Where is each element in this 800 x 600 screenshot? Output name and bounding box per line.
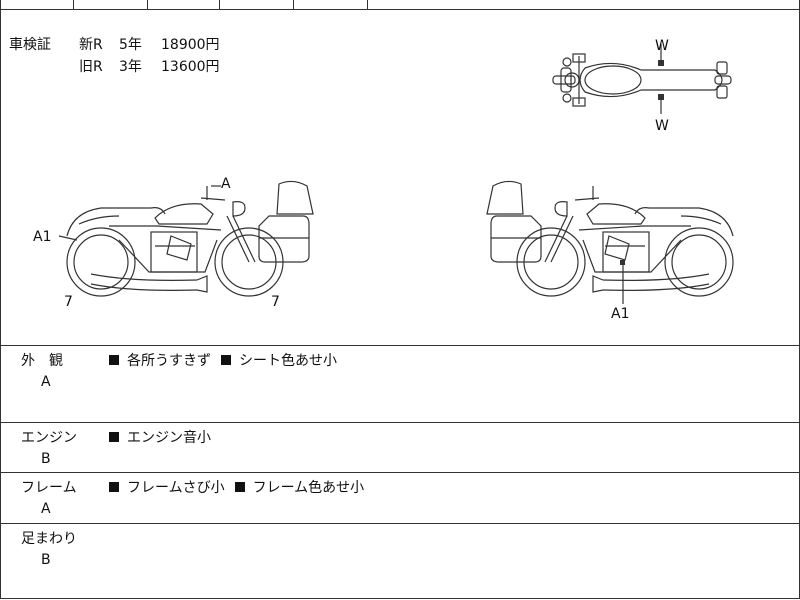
section-frame: フレーム A フレームさび小 フレーム色あせ小 bbox=[0, 473, 800, 524]
section-label: 外 観 bbox=[21, 353, 63, 369]
bullet-square-icon bbox=[234, 482, 245, 492]
note-text: エンジン音小 bbox=[127, 430, 211, 446]
mark-top-back: W bbox=[655, 118, 669, 134]
section-grade: A bbox=[41, 374, 51, 390]
note-item: シート色あせ小 bbox=[221, 353, 337, 369]
mark-left-a1: A1 bbox=[33, 229, 51, 245]
inspection-years: 5年 bbox=[119, 37, 142, 53]
note-text: 各所うすきず bbox=[127, 353, 211, 369]
header-cell bbox=[73, 0, 80, 9]
header-cell bbox=[367, 0, 374, 9]
mark-left-wheel-front: 7 bbox=[271, 294, 280, 310]
inspection-type: 旧R bbox=[79, 59, 103, 75]
bullet-square-icon bbox=[109, 355, 119, 365]
header-cell bbox=[293, 0, 300, 9]
mark-top-front: W bbox=[655, 38, 669, 54]
note-item: フレームさび小 bbox=[109, 480, 225, 496]
section-suspension: 足まわり B bbox=[0, 524, 800, 599]
inspection-type: 新R bbox=[79, 37, 103, 53]
motorcycle-right-view bbox=[486, 180, 734, 304]
motorcycle-diagrams: W W bbox=[33, 38, 734, 322]
inspection-price: 18900円 bbox=[161, 37, 220, 53]
section-notes: エンジン音小 bbox=[109, 427, 221, 447]
inspection-row-new: 車検証 新R 5年 18900円 bbox=[9, 34, 220, 56]
note-item: 各所うすきず bbox=[109, 353, 211, 369]
bullet-square-icon bbox=[221, 355, 231, 365]
section-grade: B bbox=[41, 451, 51, 467]
section-grade: B bbox=[41, 552, 51, 568]
inspection-years: 3年 bbox=[119, 59, 142, 75]
header-cell bbox=[219, 0, 226, 9]
section-label: 足まわり bbox=[21, 531, 77, 547]
note-text: シート色あせ小 bbox=[239, 353, 337, 369]
motorcycle-top-view bbox=[552, 44, 732, 114]
section-label: エンジン bbox=[21, 430, 77, 446]
bullet-square-icon bbox=[109, 482, 119, 492]
section-engine: エンジン B エンジン音小 bbox=[0, 423, 800, 473]
mark-left-a: A bbox=[221, 176, 231, 192]
note-item: エンジン音小 bbox=[109, 430, 211, 446]
section-notes: 各所うすきず シート色あせ小 bbox=[109, 350, 347, 370]
note-text: フレームさび小 bbox=[127, 480, 225, 496]
mark-right-a1: A1 bbox=[611, 306, 629, 322]
header-cell bbox=[147, 0, 154, 9]
section-label: フレーム bbox=[21, 480, 77, 496]
inspection-price: 13600円 bbox=[161, 59, 220, 75]
damage-diagram-panel: 車検証 新R 5年 18900円 旧R 3年 13600円 bbox=[0, 10, 800, 346]
section-grade: A bbox=[41, 501, 51, 517]
section-notes: フレームさび小 フレーム色あせ小 bbox=[109, 477, 374, 497]
inspection-label: 車検証 bbox=[9, 37, 51, 53]
inspection-info: 車検証 新R 5年 18900円 旧R 3年 13600円 bbox=[9, 34, 220, 78]
section-exterior: 外 観 A 各所うすきず シート色あせ小 bbox=[0, 346, 800, 423]
motorcycle-left-view bbox=[58, 180, 314, 297]
bullet-square-icon bbox=[109, 432, 119, 442]
inspection-row-old: 旧R 3年 13600円 bbox=[9, 56, 220, 78]
note-text: フレーム色あせ小 bbox=[252, 480, 365, 496]
mark-left-wheel-rear: 7 bbox=[64, 294, 73, 310]
header-strip bbox=[0, 0, 800, 10]
note-item: フレーム色あせ小 bbox=[234, 480, 365, 496]
